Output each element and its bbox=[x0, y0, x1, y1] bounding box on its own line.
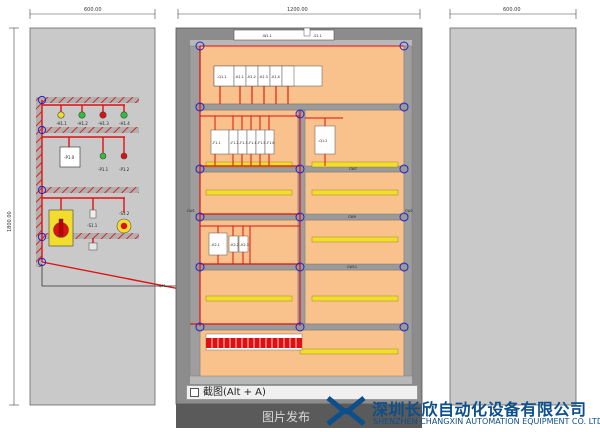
duct-label-2: CW9 bbox=[348, 215, 356, 219]
screenshot-tooltip: 截图(Alt + A) bbox=[186, 385, 418, 400]
dimension-lines bbox=[9, 9, 577, 406]
switch-label-2: -S1.2 bbox=[119, 211, 130, 216]
dim-right-width: 600.00 bbox=[503, 7, 521, 13]
row2-label-3: -F1.3 bbox=[239, 141, 248, 145]
company-name-en: SHENZHEN CHANGXIN AUTOMATION EQUIPMENT C… bbox=[373, 417, 600, 426]
lamp-label-4: -H1.4 bbox=[119, 121, 130, 126]
estop-button bbox=[120, 222, 128, 230]
terminal-slots bbox=[211, 338, 297, 348]
door-nodes bbox=[37, 95, 47, 267]
lamp-label-1: -H1.1 bbox=[56, 121, 67, 126]
row2-label-right: -Q1.2 bbox=[318, 139, 327, 143]
side-label-left: CW1 bbox=[187, 209, 195, 213]
duct-label-3: CW11 bbox=[347, 265, 357, 269]
push-button bbox=[88, 242, 98, 251]
selector-switch bbox=[89, 209, 97, 219]
row2-devices bbox=[210, 125, 336, 155]
screenshot-tip-text: 截图(Alt + A) bbox=[203, 387, 266, 398]
right-side-panel bbox=[449, 27, 577, 406]
row4-label-3: -K2.3 bbox=[240, 243, 249, 247]
dim-left-width: 600.00 bbox=[84, 7, 102, 13]
indicator-lamps bbox=[57, 111, 128, 160]
breaker-label-3: -K1.2 bbox=[247, 75, 256, 79]
main-breakers bbox=[213, 65, 323, 87]
connector-label: QP1 bbox=[159, 284, 166, 288]
dim-center-width: 1200.00 bbox=[287, 7, 308, 13]
wire-ducts bbox=[205, 161, 399, 355]
door-rails bbox=[36, 97, 139, 267]
side-label-right: CW2 bbox=[405, 209, 413, 213]
watermark-publish: 图片发布 bbox=[262, 410, 311, 424]
cabinet-bus bbox=[190, 46, 301, 326]
top-strip-label-1: -W1.1 bbox=[262, 34, 272, 38]
row4-wiring bbox=[200, 225, 300, 264]
lamp-label-5: -P1.1 bbox=[98, 167, 109, 172]
screenshot-icon bbox=[190, 388, 199, 397]
dim-height: 1800.00 bbox=[7, 211, 13, 232]
company-name-cn: 深圳长欣自动化设备有限公司 bbox=[372, 400, 587, 419]
lamp-label-6: -P1.2 bbox=[119, 167, 130, 172]
top-strip bbox=[233, 29, 335, 41]
breaker-label-4: -K1.3 bbox=[259, 75, 268, 79]
row2-label-6: -F1.6 bbox=[266, 141, 275, 145]
row2-label-4: -F1.4 bbox=[248, 141, 257, 145]
meter-label: -P1.0 bbox=[64, 155, 75, 160]
switch-label-1: -S1.1 bbox=[87, 223, 98, 228]
cabinet-plinth bbox=[176, 404, 422, 428]
row4-devices bbox=[208, 232, 249, 256]
row2-label-5: -F1.5 bbox=[257, 141, 266, 145]
row4-label-1: -K2.1 bbox=[211, 243, 220, 247]
row2-label-1: -F1.1 bbox=[212, 141, 221, 145]
door-connector bbox=[41, 264, 185, 287]
lamp-label-2: -H1.2 bbox=[77, 121, 88, 126]
duct-label-1: CW7 bbox=[349, 167, 357, 171]
row4-label-2: -K2.2 bbox=[230, 243, 239, 247]
cabinet-nodes bbox=[195, 41, 409, 332]
lamp-label-3: -H1.3 bbox=[98, 121, 109, 126]
company-watermark: 深圳长欣自动化设备有限公司 SHENZHEN CHANGXIN AUTOMATI… bbox=[326, 388, 600, 432]
row2-wiring bbox=[200, 115, 343, 166]
breaker-label-2: -K1.1 bbox=[235, 75, 244, 79]
company-logo-icon bbox=[326, 396, 366, 426]
breaker-label-1: -Q1.1 bbox=[217, 75, 226, 79]
top-strip-label-2: -S1.1 bbox=[313, 34, 322, 38]
row2-label-2: -F1.2 bbox=[230, 141, 239, 145]
panel-meter bbox=[59, 146, 81, 168]
breaker-label-5: -K1.4 bbox=[271, 75, 280, 79]
